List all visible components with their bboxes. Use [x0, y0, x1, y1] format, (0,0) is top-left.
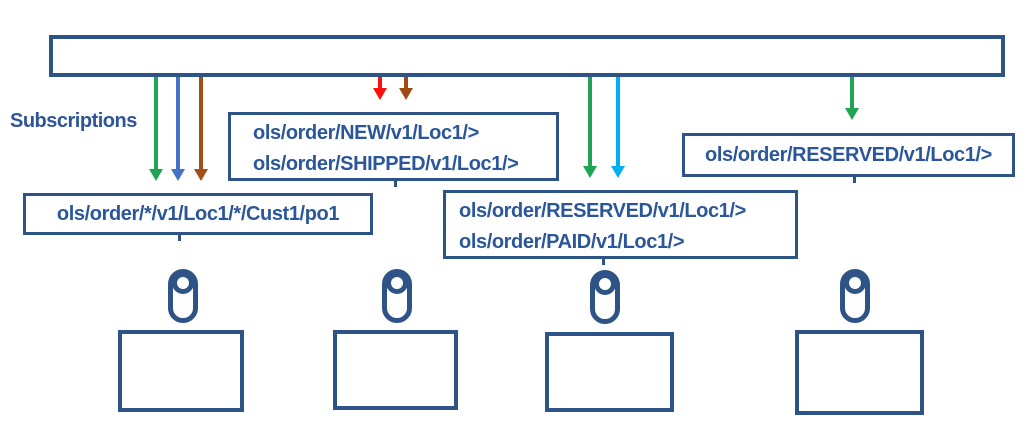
- consumer-box: [545, 332, 674, 412]
- connector-stub: [853, 176, 856, 183]
- person-head: [594, 273, 616, 295]
- arrow-cyan: [611, 77, 625, 190]
- topic-box-reserved: ols/order/RESERVED/v1/Loc1/>: [682, 133, 1015, 177]
- person-icon: [168, 269, 198, 323]
- person-icon: [590, 270, 620, 324]
- arrow-green-1: [149, 77, 163, 193]
- person-icon: [840, 269, 870, 323]
- topic-text: ols/order/SHIPPED/v1/Loc1/>: [253, 153, 519, 175]
- connector-stub: [602, 258, 605, 265]
- person-body: [382, 269, 412, 323]
- consumer-box: [333, 330, 458, 410]
- arrow-green-2: [583, 77, 597, 190]
- topic-space-bar: [49, 35, 1005, 77]
- topic-box-reserved-paid: ols/order/RESERVED/v1/Loc1/> ols/order/P…: [443, 190, 798, 259]
- topic-text: ols/order/NEW/v1/Loc1/>: [253, 122, 479, 144]
- connector-stub: [178, 234, 181, 241]
- arrow-brown-2: [399, 77, 413, 112]
- connector-stub: [394, 180, 397, 187]
- topic-text: ols/order/RESERVED/v1/Loc1/>: [705, 143, 992, 166]
- person-body: [168, 269, 198, 323]
- person-head: [172, 272, 194, 294]
- arrow-brown-1: [194, 77, 208, 193]
- topic-text: ols/order/RESERVED/v1/Loc1/>: [459, 200, 746, 222]
- arrow-red: [373, 77, 387, 112]
- arrow-green-3: [845, 77, 859, 132]
- consumer-box: [118, 330, 244, 412]
- person-head: [386, 272, 408, 294]
- topic-box-wildcard: ols/order/*/v1/Loc1/*/Cust1/po1: [23, 193, 373, 235]
- topic-text: ols/order/PAID/v1/Loc1/>: [459, 231, 685, 253]
- consumer-box: [795, 330, 924, 415]
- subscriptions-label: Subscriptions: [10, 110, 137, 132]
- topic-box-new-shipped: ols/order/NEW/v1/Loc1/> ols/order/SHIPPE…: [228, 112, 559, 181]
- person-body: [840, 269, 870, 323]
- person-body: [590, 270, 620, 324]
- person-head: [844, 272, 866, 294]
- arrow-blue: [171, 77, 185, 193]
- person-icon: [382, 269, 412, 323]
- topic-text: ols/order/*/v1/Loc1/*/Cust1/po1: [56, 202, 340, 225]
